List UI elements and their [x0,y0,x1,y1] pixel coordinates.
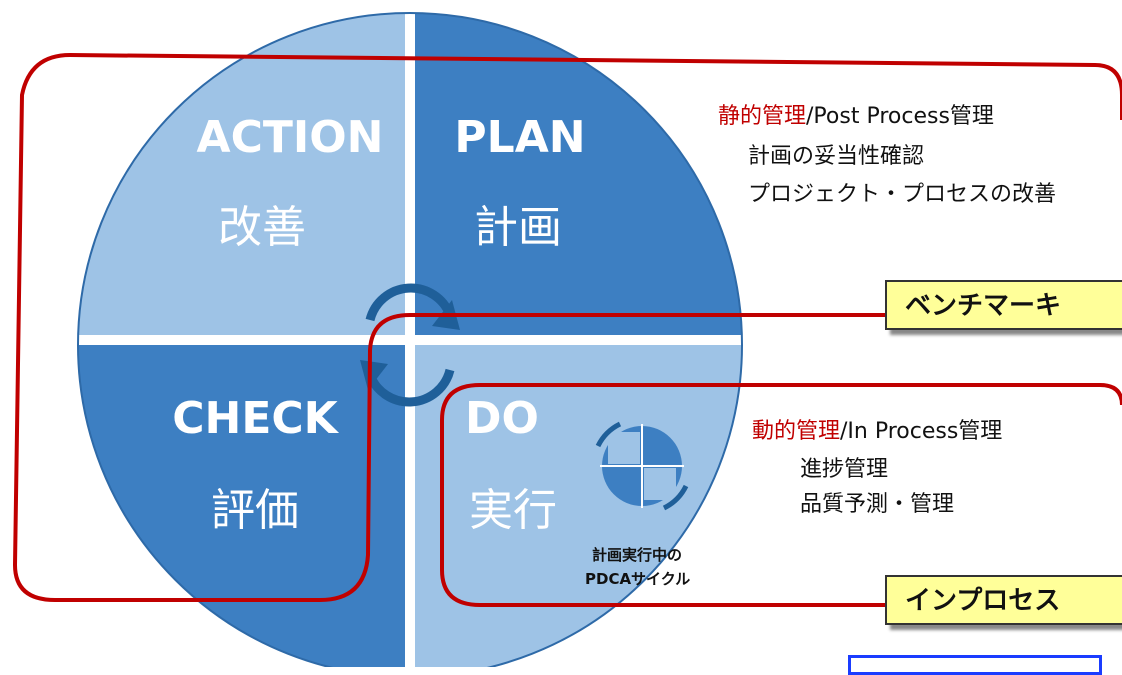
dynamic-mgmt-item-1: 進捗管理 [800,457,889,482]
dynamic-mgmt-title-red: 動的管理 [752,419,841,444]
mini-pdca-icon [595,421,689,511]
static-mgmt-item-1: 計画の妥当性確認 [748,144,925,169]
benchmark-callout: ベンチマーキ [885,280,1122,330]
dynamic-mgmt-title: 動的管理/In Process管理 [752,421,1002,443]
check-ja-label: 評価 [211,485,299,536]
static-mgmt-title-rest: /Post Process管理 [806,104,994,129]
static-mgmt-title: 静的管理/Post Process管理 [718,106,994,128]
circle-outline [77,12,743,667]
static-mgmt-title-red: 静的管理 [718,104,807,129]
cycle-arrows-icon [365,283,455,407]
check-label: CHECK [172,393,339,444]
plan-label: PLAN [454,112,585,163]
plan-ja-label: 計画 [474,202,562,253]
blue-box [848,655,1102,675]
inprocess-callout: インプロセス [885,575,1122,625]
dynamic-frame [440,383,1122,607]
static-frame [12,52,1122,602]
do-label: DO [465,393,539,444]
action-label: ACTION [197,112,384,163]
static-mgmt-item-2: プロジェクト・プロセスの改善 [748,182,1057,207]
arrow-head-icon [360,360,388,390]
do-ja-label: 実行 [469,485,557,536]
dynamic-mgmt-title-rest: /In Process管理 [840,419,1003,444]
dynamic-mgmt-item-2: 品質予測・管理 [800,492,955,517]
mini-cycle-line1: 計画実行中の [592,546,682,564]
action-ja-label: 改善 [218,202,306,253]
mini-cycle-line2: PDCAサイクル [585,570,690,588]
